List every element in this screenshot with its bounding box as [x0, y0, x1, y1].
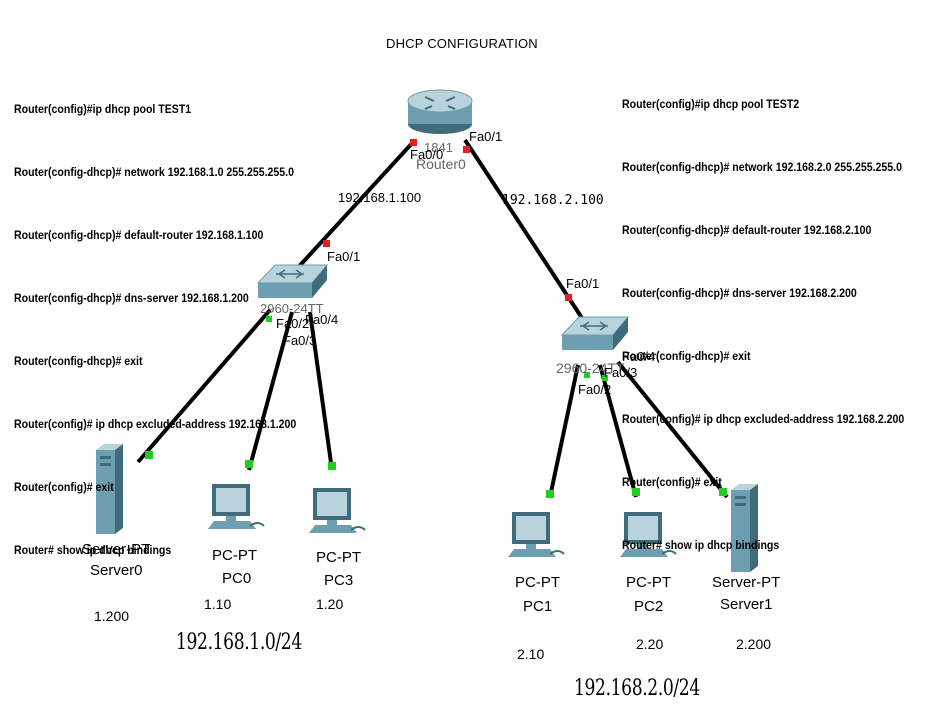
config-line: Router(config-dhcp)# exit [14, 354, 143, 368]
config-line: Router(config-dhcp)# network 192.168.2.0… [622, 160, 902, 174]
server1-name-label: Server1 [720, 596, 773, 613]
diagram-title: DHCP CONFIGURATION [386, 36, 538, 51]
port-led-server1 [719, 488, 727, 496]
pc3-addr-label: 1.20 [316, 596, 344, 612]
config-line: Router(config-dhcp)# default-router 192.… [14, 228, 264, 242]
port-led-pc2 [632, 488, 640, 496]
switch0-icon[interactable] [256, 264, 329, 298]
port-led-pc1 [546, 490, 554, 498]
switch0-port-fa03: Fa0/3 [283, 333, 317, 348]
config-block-test1: Router(config)#ip dhcp pool TEST1 Router… [14, 57, 296, 582]
pc0-addr-label: 1.10 [204, 596, 232, 612]
link-switch1-pc1 [548, 364, 580, 498]
switch1-model-label: 2960-24TT [556, 360, 625, 376]
pc2-icon[interactable] [620, 512, 677, 557]
pc1-name-label: PC1 [523, 598, 553, 615]
config-line: Router(config-dhcp)# dns-server 192.168.… [14, 291, 249, 305]
port-markers [145, 139, 727, 498]
port-led-server0 [145, 451, 153, 459]
switch1-port-fa03: Fa0/3 [604, 365, 638, 380]
config-line: Router(config-dhcp)# dns-server 192.168.… [622, 286, 857, 300]
pc0-name-label: PC0 [222, 570, 252, 587]
links [136, 138, 729, 499]
port-led-pc3 [328, 462, 336, 470]
port-led-router-fa00 [410, 139, 417, 146]
config-line: Router(config)#ip dhcp pool TEST1 [14, 102, 192, 116]
switch1-port-fa04: Fa0/4 [622, 349, 656, 364]
link-router-switch0 [291, 138, 417, 275]
port-led-switch0-fa02 [266, 316, 272, 322]
router-icon[interactable] [407, 89, 473, 134]
pc3-name-label: PC3 [324, 572, 354, 589]
link-switch0-pc0 [247, 311, 294, 471]
link-ip-left: 192.168.1.100 [338, 190, 422, 205]
link-router-switch1 [463, 138, 584, 320]
port-led-switch1-fa01 [565, 294, 572, 301]
router-port-fa01: Fa0/1 [469, 129, 503, 144]
switch0-port-fa02: Fa0/2 [276, 316, 310, 331]
config-line: Router(config)# exit [14, 480, 114, 494]
port-led-router-fa01 [463, 146, 470, 153]
pc1-type-label: PC-PT [515, 574, 560, 591]
switch0-port-fa04: Fa0/4 [305, 312, 339, 327]
switch1-port-fa01: Fa0/1 [566, 276, 600, 291]
switch1-icon[interactable] [560, 316, 630, 350]
server0-addr-label: 1.200 [94, 608, 130, 624]
link-switch1-server1 [616, 360, 729, 499]
config-line: Router# show ip dhcp bindings [622, 538, 780, 552]
router-name-label: Router0 [416, 156, 466, 172]
config-line: Router# show ip dhcp bindings [14, 543, 172, 557]
server1-type-label: Server-PT [712, 574, 781, 591]
port-led-pc0 [245, 460, 253, 468]
server0-name-label: Server0 [90, 562, 143, 579]
pc1-icon[interactable] [508, 512, 565, 557]
pc2-addr-label: 2.20 [636, 636, 664, 652]
pc3-type-label: PC-PT [316, 549, 361, 566]
config-line: Router(config)# ip dhcp excluded-address… [622, 412, 905, 426]
config-line: Router(config)#ip dhcp pool TEST2 [622, 97, 800, 111]
port-led-switch1-fa02 [584, 372, 590, 378]
switch0-port-fa01: Fa0/1 [327, 249, 361, 264]
pc2-type-label: PC-PT [626, 574, 671, 591]
config-line: Router(config)# exit [622, 475, 722, 489]
link-switch1-pc2 [598, 364, 638, 498]
router-port-fa00: Fa0/0 [410, 147, 444, 162]
server1-icon[interactable] [731, 484, 758, 572]
subnet-label-left: 192.168.1.0/24 [176, 630, 302, 655]
pc0-type-label: PC-PT [212, 547, 257, 564]
switch0-model-label: 2960-24TT [260, 301, 324, 316]
config-line: Router(config-dhcp)# exit [622, 349, 751, 363]
pc0-icon[interactable] [208, 484, 265, 529]
switch1-port-fa02: Fa0/2 [578, 382, 612, 397]
link-switch0-pc3 [308, 311, 334, 471]
link-switch0-server0 [136, 308, 272, 464]
server0-icon[interactable] [96, 444, 123, 534]
config-line: Router(config)# ip dhcp excluded-address… [14, 417, 297, 431]
pc1-addr-label: 2.10 [517, 646, 545, 662]
config-line: Router(config-dhcp)# network 192.168.1.0… [14, 165, 294, 179]
pc3-icon[interactable] [309, 488, 366, 533]
link-ip-right: 192.168.2.100 [502, 193, 604, 208]
config-line: Router(config-dhcp)# default-router 192.… [622, 223, 872, 237]
router-model-label: 1841 [424, 140, 453, 155]
pc2-name-label: PC2 [634, 598, 664, 615]
server0-type-label: Server-PT [82, 541, 151, 558]
config-block-test2: Router(config)#ip dhcp pool TEST2 Router… [622, 52, 904, 577]
subnet-label-right: 192.168.2.0/24 [574, 676, 700, 701]
port-led-switch1-fa03 [602, 375, 608, 381]
port-led-switch0-fa01 [323, 240, 330, 247]
server1-addr-label: 2.200 [736, 636, 772, 652]
